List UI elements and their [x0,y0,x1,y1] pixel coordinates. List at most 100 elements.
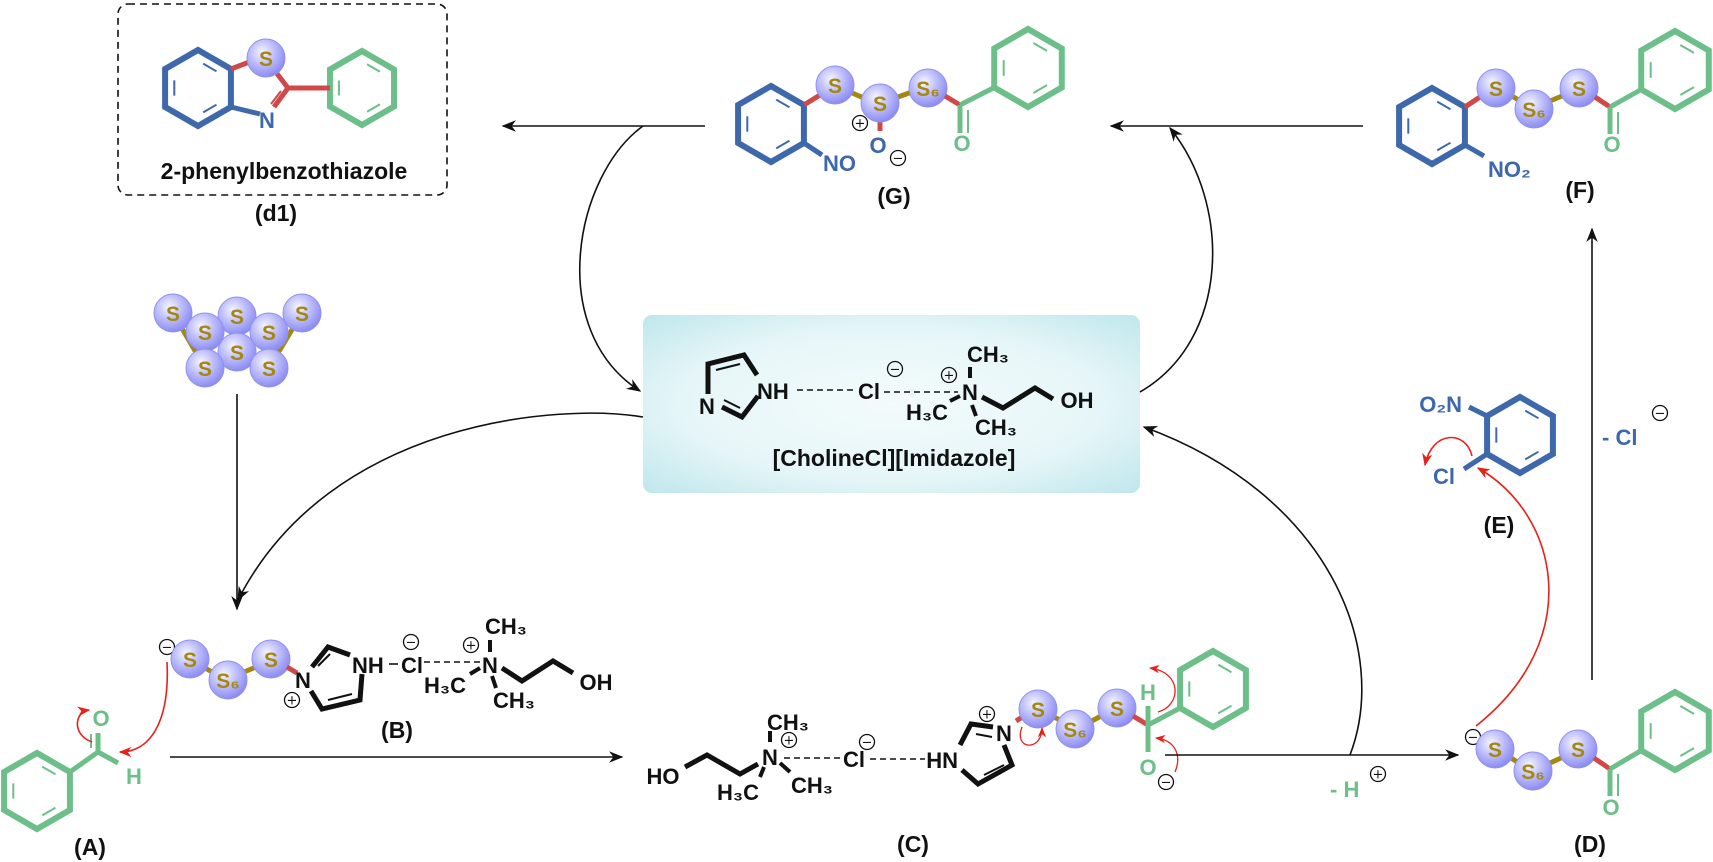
sulfur-label: S [295,303,309,326]
atom-label: CH₃ [975,415,1017,440]
positive-charge-icon: + [283,691,301,709]
double-bond-inner [975,733,993,738]
c-n-double-bond [271,86,291,109]
sulfur-atom-sphere: S [246,38,286,78]
aromatic-inner-bond [366,63,381,73]
bond-chain [720,394,760,421]
double-bond-inner [327,693,353,701]
sulfur-sphere-icon [185,348,225,388]
charge-circle [1369,765,1387,783]
sulfur-label: S [1031,699,1045,722]
sulfur-atom-sphere: S [185,312,225,352]
aromatic-inner-bond [202,103,217,114]
sulfur-atom-sphere: S₆ [208,660,248,700]
atom-label: OH [1061,388,1094,413]
arrow-catalyst-release-C [1142,426,1363,756]
atom-label: CH₃ [767,710,809,735]
sulfur-label: S [198,322,212,345]
sulfur-atom-sphere: S [185,348,225,388]
aromatic-inner-bond [1436,141,1451,152]
double-bond-inner [270,90,282,105]
charge-circle [780,731,798,749]
charge-circle [1651,404,1669,422]
atom-label: O [92,706,109,731]
c-c-bond [1146,705,1182,728]
product-d1: SN2-phenylbenzothiazole(d1) [117,3,448,226]
charge-sign: − [1655,407,1666,422]
sulfur-sphere-icon [282,293,322,333]
aromatic-inner-bond [41,806,56,817]
aromatic-inner-bond [202,62,217,73]
charge-sign: + [466,639,477,654]
sulfur-atom-sphere: S₆ [1514,89,1554,129]
chloride-label: Cl [843,747,865,772]
charge-sign: − [406,636,417,651]
charge-sign: + [287,694,298,709]
atom-label: O [953,131,970,156]
bond-chain [980,385,1055,411]
s-c-bond [1592,755,1612,772]
atom-label: CH₃ [791,773,833,798]
red-electron-arrow [118,661,169,758]
atom-label: N [259,108,275,133]
sulfur-atom-sphere: S [1097,688,1137,728]
sulfur-atom-sphere: S₆ [1513,751,1553,791]
atom-label: O [869,133,886,158]
aromatic-inner-bond [775,98,790,109]
sulfur-label: S [230,342,244,365]
charge-circle [940,366,958,384]
chloride-loss-label: - Cl [1602,425,1637,450]
bond-chain [683,752,760,777]
c-c-bond [958,85,996,108]
benzaldehyde-A: OH(A) [1,706,142,860]
red-electron-arrow [76,706,93,743]
c-n-bond [802,140,824,158]
atom-label: CH₃ [493,688,535,713]
aromatic-inner-bond [1436,100,1451,111]
aromatic-inner-bond [1524,450,1539,461]
charge-circle [886,360,904,378]
c-cl-bond [1462,451,1489,472]
nh-label: NH [757,379,789,404]
sulfur-label: S [1571,739,1585,762]
sulfur-sphere-icon [1097,688,1137,728]
compound-label-d1: (d1) [255,200,297,226]
charge-circle [462,636,480,654]
sulfur-sphere-icon [208,660,248,700]
compound-label-G: (G) [877,183,910,209]
sulfur-label: S₆ [916,78,940,101]
sulfur-sphere-icon [1475,729,1515,769]
arrow-catalyst-to-B [237,412,644,602]
sulfur-atom-sphere: S₆ [1055,709,1095,749]
nitroso-label: NO [823,151,856,176]
compound-label-F: (F) [1565,177,1594,203]
catalyst-box-background [643,315,1140,493]
negative-charge-icon: − [402,633,420,651]
red-arrow-D-attacks-E [1475,467,1550,727]
aromatic-inner-bond [1217,663,1232,674]
sulfur-atom-sphere: S [153,293,193,333]
benzoyl-ring [991,25,1065,111]
methyl-bond [758,766,766,778]
sulfur-sphere-icon [908,68,948,108]
positive-charge-icon: + [940,366,958,384]
charge-sign: − [862,736,873,751]
bond-chain [705,352,760,394]
compound-label-C: (C) [897,831,929,857]
charge-sign: + [1373,768,1384,783]
sulfur-atom-sphere: S [860,83,900,123]
sulfur-sphere-icon [170,639,210,679]
charge-sign: − [890,363,901,378]
charge-circle [851,114,869,132]
sulfur-atom-sphere: S [1559,68,1599,108]
sulfur-sphere-icon [1559,68,1599,108]
charge-sign: − [162,641,173,656]
negative-charge-icon: − [886,360,904,378]
bond-chain [310,644,351,669]
double-bond-inner [317,653,331,667]
